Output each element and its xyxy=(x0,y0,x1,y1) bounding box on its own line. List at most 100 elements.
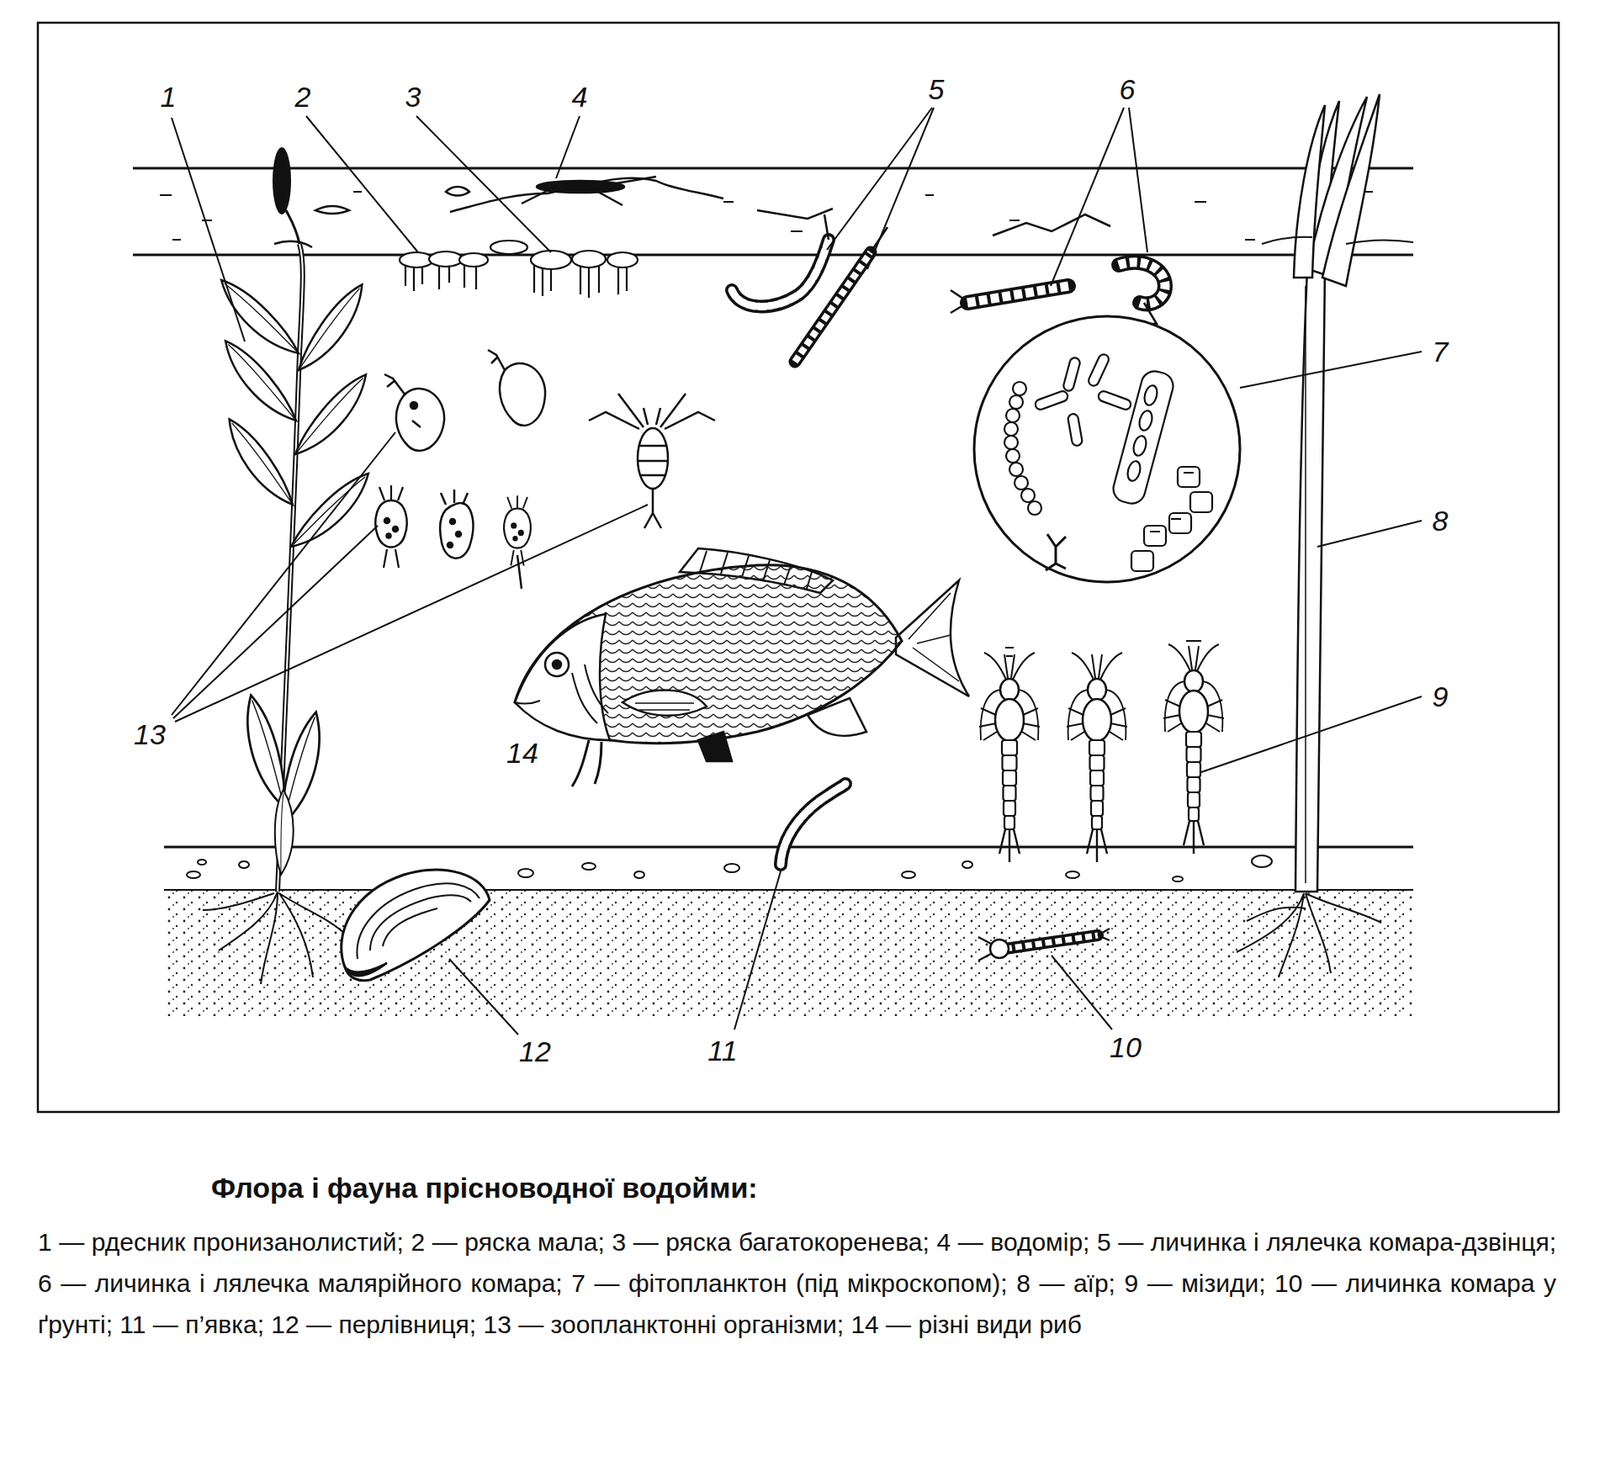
leader-lines-part xyxy=(1051,955,1113,1030)
callout-number: 6 xyxy=(1117,73,1139,106)
phytoplankton-part xyxy=(1131,550,1154,572)
callout-number: 11 xyxy=(704,1034,740,1067)
callout-number: 1 xyxy=(158,80,180,113)
bottom-sediment-part xyxy=(901,871,916,879)
pondweed-part xyxy=(286,210,300,244)
sweet-flag-part xyxy=(1293,105,1325,278)
bottom-sediment-part xyxy=(1065,871,1080,879)
leader-lines-part xyxy=(867,107,934,270)
zooplankton-part xyxy=(440,489,468,505)
pearl-mussel-part xyxy=(344,963,387,976)
pondweed-part xyxy=(207,340,314,423)
malaria-mosquito-larva-and-pupa-part xyxy=(967,286,1069,303)
fish-part xyxy=(807,698,867,737)
phytoplankton-part xyxy=(1137,409,1155,433)
leech xyxy=(780,784,846,865)
pondweed-part xyxy=(254,789,310,876)
phytoplankton-part xyxy=(1110,368,1177,507)
pondweed-part xyxy=(206,279,313,355)
zooplankton-part xyxy=(588,393,716,430)
water-surface-part xyxy=(132,167,1414,170)
mysids-part xyxy=(1163,644,1224,854)
phytoplankton-part xyxy=(1144,525,1166,546)
bottom-sediment xyxy=(164,847,1414,1017)
phytoplankton-part xyxy=(1033,390,1070,412)
water-surface-part xyxy=(159,191,1373,240)
bottom-sediment-part xyxy=(197,859,207,865)
zooplankton-part xyxy=(487,349,505,371)
duckweed-part xyxy=(572,250,606,268)
zooplankton-part xyxy=(499,363,546,426)
sweet-flag-part xyxy=(1261,237,1414,244)
fish-part xyxy=(635,703,695,710)
figure-caption: 1 — рдесник пронизанолистий; 2 — ряска м… xyxy=(37,1221,1557,1346)
leader-lines-part xyxy=(1050,107,1124,287)
pondweed xyxy=(202,147,384,985)
phytoplankton-part xyxy=(1131,434,1149,458)
malaria-mosquito-larva-and-pupa-part xyxy=(992,214,1157,324)
bottom-sediment-part xyxy=(518,868,534,878)
duckweed xyxy=(399,240,638,298)
leader-lines-part xyxy=(449,958,519,1035)
phytoplankton-part xyxy=(1004,422,1018,436)
fish-part xyxy=(514,664,609,724)
pearl-mussel xyxy=(341,869,490,981)
pondweed-part xyxy=(274,241,313,248)
leader-lines-part xyxy=(556,116,580,179)
frame xyxy=(37,22,1559,1113)
bottom-sediment-part xyxy=(164,889,1414,891)
bottom-sediment-part xyxy=(186,855,1272,882)
phytoplankton-part xyxy=(1142,384,1160,408)
malaria-mosquito-larva-and-pupa-part xyxy=(967,286,1069,303)
fish-part xyxy=(698,731,732,762)
phytoplankton-part xyxy=(1027,501,1042,515)
phytoplankton-part xyxy=(1125,460,1143,483)
leader-lines-part xyxy=(1239,351,1422,388)
pearl-mussel-part xyxy=(341,869,490,981)
bottom-sediment-part xyxy=(1251,855,1272,868)
fish-part xyxy=(552,660,562,669)
phytoplankton-part xyxy=(1067,413,1083,447)
callout-number: 13 xyxy=(131,718,169,751)
pondweed-part xyxy=(202,891,347,985)
leader-lines-part xyxy=(174,504,648,722)
soil-larva-part xyxy=(1005,935,1098,949)
bottom-sediment-part xyxy=(962,861,973,869)
phytoplankton-part xyxy=(1149,472,1194,532)
malaria-mosquito-larva-and-pupa-part xyxy=(950,290,968,313)
callout-number: 8 xyxy=(1430,504,1452,537)
water-surface xyxy=(132,168,1414,255)
phytoplankton-part xyxy=(1014,476,1028,490)
zooplankton-part xyxy=(637,428,668,489)
zooplankton-part xyxy=(384,374,421,428)
figure-title: Флора і фауна прісноводної водойми: xyxy=(211,1170,758,1206)
midge-larva-and-pupa-part xyxy=(794,252,871,362)
phytoplankton-part xyxy=(1062,356,1081,393)
water-strider-part xyxy=(450,178,724,212)
phytoplankton-part xyxy=(1190,492,1213,513)
callout-number: 14 xyxy=(503,736,541,769)
fish-part xyxy=(908,593,959,682)
duckweed-part xyxy=(530,250,572,270)
bottom-sediment-part xyxy=(724,863,740,873)
midge-larva-and-pupa-part xyxy=(757,208,888,253)
soil-larva xyxy=(978,928,1110,961)
sweet-flag-part xyxy=(1236,893,1382,978)
zooplankton-part xyxy=(517,555,522,589)
fish-part xyxy=(514,565,902,744)
leader-lines-part xyxy=(306,116,419,253)
leader-lines-part xyxy=(1128,107,1148,253)
soil-larva-part xyxy=(978,928,1110,961)
mysids-part xyxy=(979,652,1040,863)
midge-larva-and-pupa-part xyxy=(794,252,871,362)
leech-part xyxy=(780,784,846,865)
fish xyxy=(514,548,970,787)
duckweed-part xyxy=(607,252,638,268)
phytoplankton-part xyxy=(1086,352,1111,387)
phytoplankton-part xyxy=(1009,395,1023,409)
leader-lines-part xyxy=(416,116,551,253)
callout-number: 9 xyxy=(1430,680,1452,713)
phytoplankton-part xyxy=(1021,488,1035,503)
callout-number: 5 xyxy=(926,73,948,106)
leader-lines-part xyxy=(171,117,245,342)
